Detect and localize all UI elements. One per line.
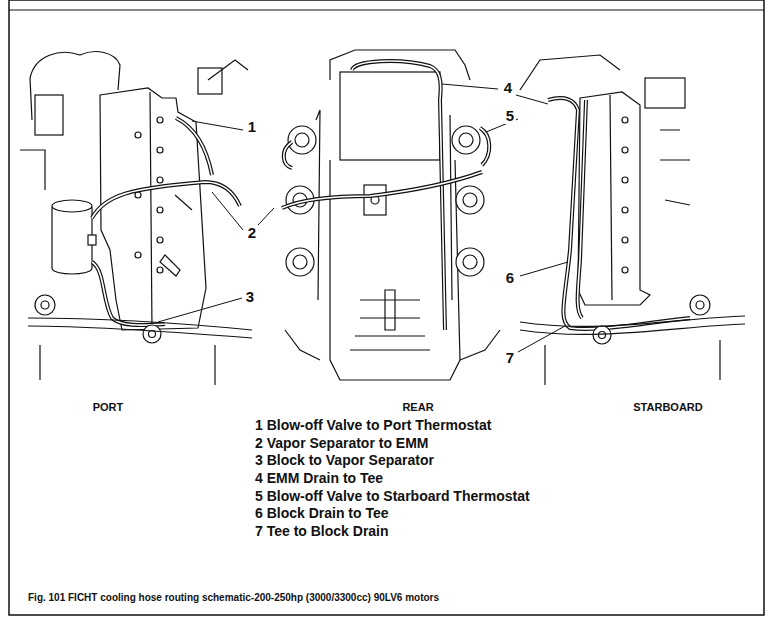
key-entry: 5 Blow-off Valve to Starboard Thermostat [255, 489, 530, 504]
key-entry: 2 Vapor Separator to EMM [255, 436, 428, 451]
key-entry: 6 Block Drain to Tee [255, 506, 389, 521]
callout-number: 4 [502, 80, 514, 97]
view-label: PORT [93, 401, 124, 413]
callout-number: 7 [504, 350, 516, 367]
leader-lines [158, 84, 568, 352]
callout-number: 6 [504, 270, 516, 287]
key-entry: 7 Tee to Block Drain [255, 524, 389, 539]
callout-number: 3 [244, 289, 256, 306]
callout-number: 1 [246, 119, 258, 136]
frame-rule [9, 10, 764, 11]
key-entry: 4 EMM Drain to Tee [255, 471, 383, 486]
view-label: REAR [402, 401, 433, 413]
rear-view [282, 50, 500, 380]
callout-number: 2 [246, 225, 258, 242]
figure-caption: Fig. 101 FICHT cooling hose routing sche… [28, 592, 439, 603]
port-view [20, 52, 252, 385]
key-entry: 1 Blow-off Valve to Port Thermostat [255, 418, 491, 433]
starboard-view [520, 55, 745, 385]
view-label: STARBOARD [633, 401, 702, 413]
figure-frame [9, 0, 764, 615]
callout-number: 5 [504, 108, 516, 125]
key-entry: 3 Block to Vapor Separator [255, 453, 434, 468]
